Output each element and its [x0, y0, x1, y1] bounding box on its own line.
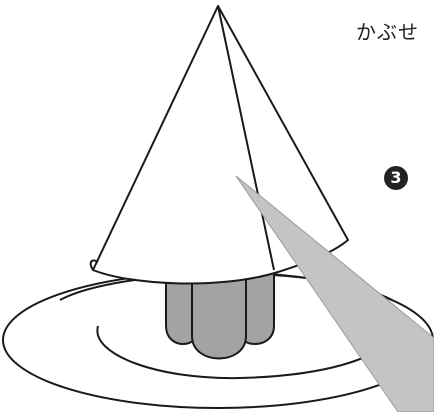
step-number-badge: 3: [384, 166, 408, 190]
instruction-caption: かぶせ: [356, 16, 419, 45]
